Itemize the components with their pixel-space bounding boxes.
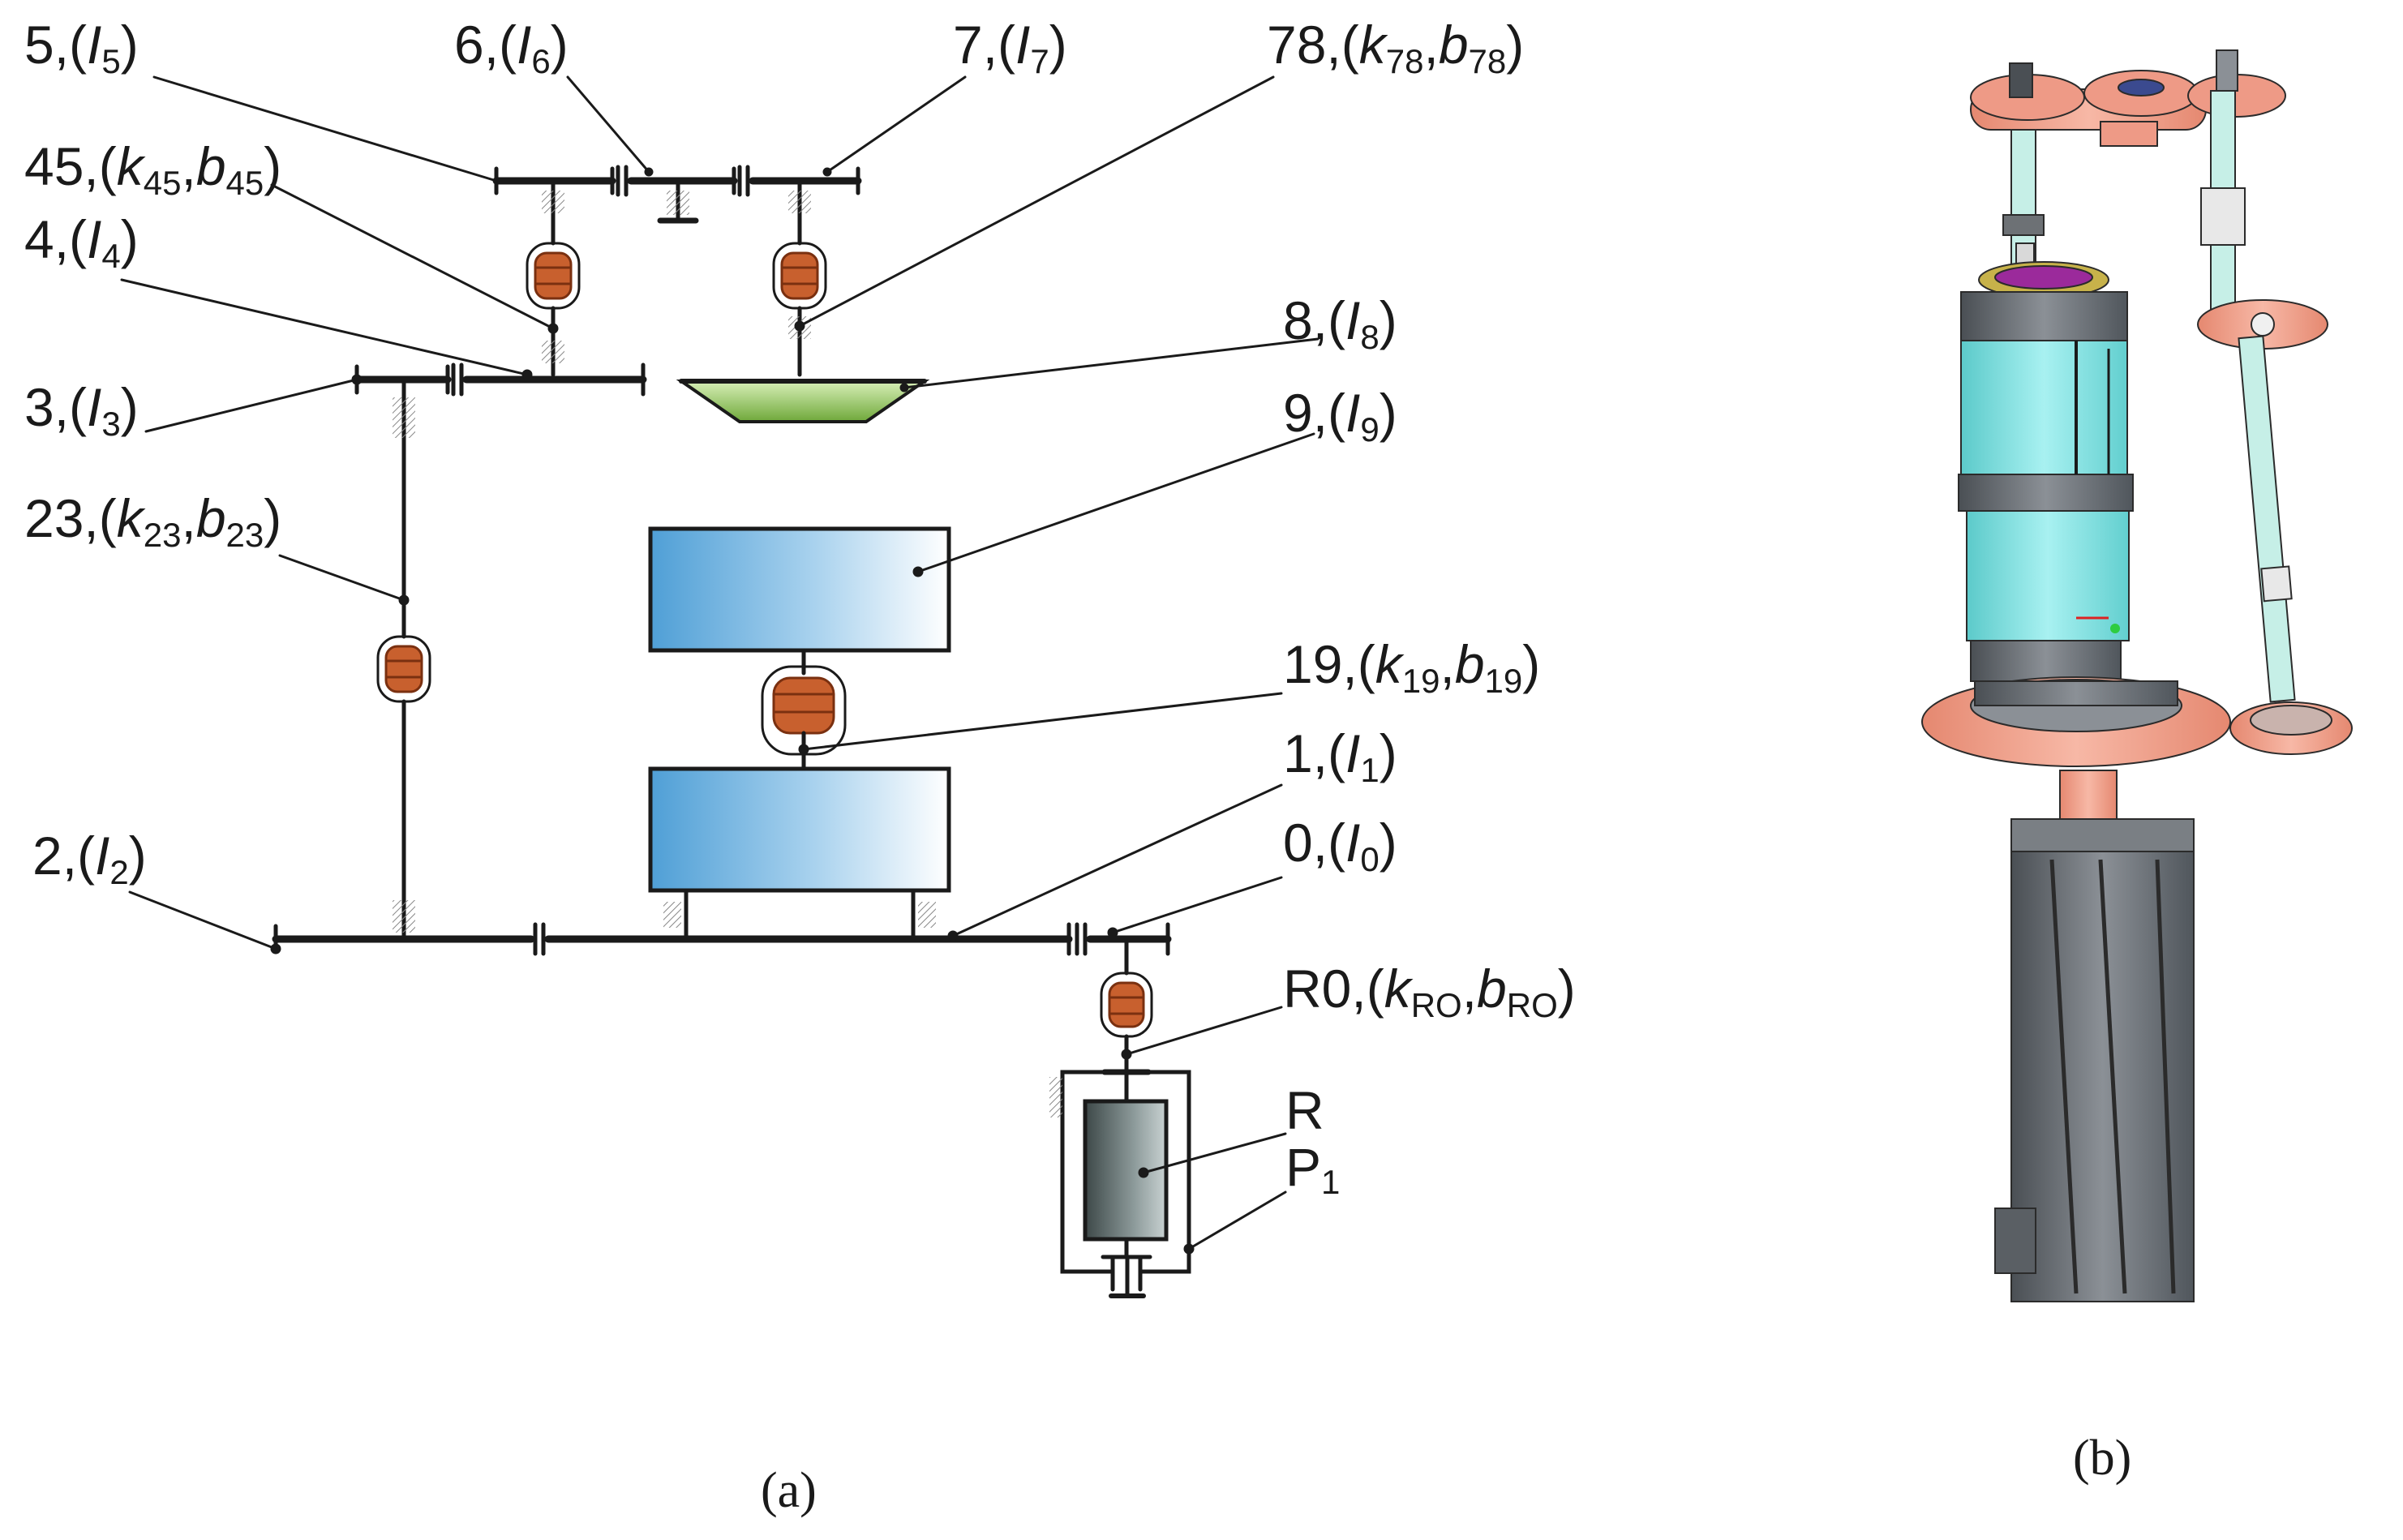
label-R: R [1285, 1080, 1324, 1140]
coupling-10 [1075, 922, 1088, 956]
label-0: 0,(I0) [1283, 813, 1397, 878]
label-45: 45,(k45,b45) [24, 136, 281, 202]
caption-b: (b) [2073, 1431, 2131, 1486]
label-4: 4,(I4) [24, 209, 139, 275]
main-cylinder [1958, 261, 2134, 682]
coupling-56 [616, 165, 629, 197]
label-7: 7,(I7) [953, 15, 1067, 80]
inertia-3 [351, 364, 452, 395]
gear-8 [676, 379, 930, 423]
label-9: 9,(I9) [1283, 383, 1397, 448]
schematic-a [120, 75, 1320, 1298]
left-shaft [2002, 129, 2045, 277]
disc-1 [648, 766, 951, 942]
inertia-7 [749, 166, 862, 195]
motor-R [1049, 1069, 1195, 1298]
motor-body [1994, 770, 2195, 1302]
inertia-0 [1086, 922, 1172, 956]
label-3: 3,(I3) [24, 377, 139, 443]
label-P1: P1 [1285, 1137, 1340, 1201]
label-1: 1,(I1) [1283, 723, 1397, 789]
spring-45 [526, 178, 581, 377]
right-shaft [2197, 90, 2328, 703]
label-78: 78,(k78,b78) [1267, 15, 1524, 80]
spring-R0 [1100, 937, 1153, 1075]
inertia-6 [627, 166, 738, 224]
label-8: 8,(I8) [1283, 290, 1397, 356]
label-19: 19,(k19,b19) [1283, 634, 1540, 700]
caption-a: (a) [761, 1463, 817, 1518]
base-plate [1921, 676, 2353, 767]
spring-78 [772, 178, 827, 377]
coupling-34 [451, 362, 464, 397]
model-b: (b) [1921, 49, 2353, 1486]
spring-23 [376, 377, 431, 942]
inertia-1 [544, 922, 1073, 956]
labels-a: 5,(I5) 6,(I6) 7,(I7) 78,(k78,b78) 45,(k4… [24, 15, 1576, 1518]
coupling-67 [737, 165, 750, 197]
label-6: 6,(I6) [454, 15, 569, 80]
label-5: 5,(I5) [24, 15, 139, 80]
spring-19 [761, 648, 847, 771]
top-plate-assembly [1970, 49, 2286, 147]
label-2: 2,(I2) [32, 826, 147, 891]
coupling-21 [533, 922, 546, 956]
disc-9 [648, 526, 951, 653]
label-R0: R0,(kRO,bRO) [1283, 959, 1576, 1024]
label-23: 23,(k23,b23) [24, 488, 281, 554]
leader-lines [120, 75, 1320, 1250]
